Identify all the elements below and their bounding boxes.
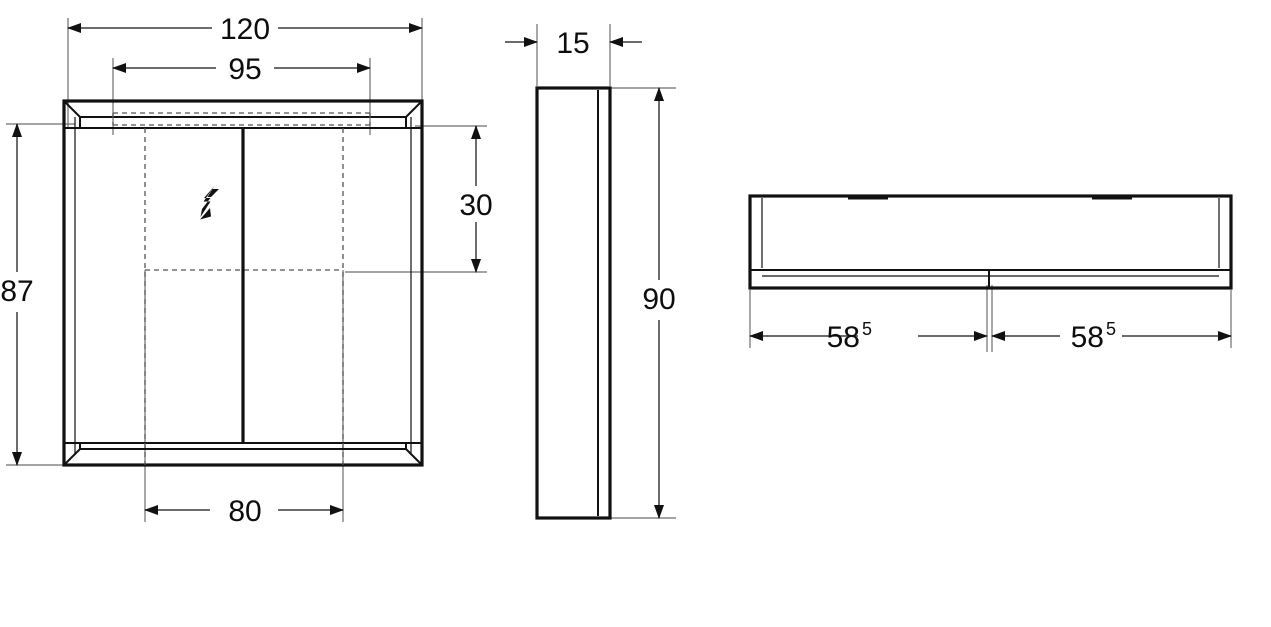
front-top-bevel xyxy=(63,100,423,118)
electrical-hazard-bolt-icon xyxy=(200,186,219,220)
dim-top-right-door: 58 5 xyxy=(991,319,1232,354)
dim-label-top-left-door-sup: 5 xyxy=(862,319,872,339)
dim-label-side-depth: 15 xyxy=(556,27,589,60)
front-cabinet-outline xyxy=(62,99,424,467)
dim-label-front-bottom-width: 80 xyxy=(228,495,261,528)
front-view-group: 120 95 87 30 xyxy=(0,13,492,528)
side-view-group: 15 90 xyxy=(505,24,676,520)
front-bottom-bevel xyxy=(63,448,423,466)
dim-label-front-upper-height: 30 xyxy=(459,189,492,222)
top-view-group: 58 5 58 5 xyxy=(748,194,1233,354)
dim-side-depth-15: 15 xyxy=(505,27,642,60)
dim-label-front-width: 120 xyxy=(220,13,270,46)
dim-label-top-right-door: 58 xyxy=(1071,321,1104,354)
dim-label-side-height: 90 xyxy=(642,283,675,316)
dim-label-top-left-door: 58 xyxy=(827,321,860,354)
top-cabinet-outline xyxy=(748,194,1233,290)
dim-front-bottom-80: 80 xyxy=(144,495,344,528)
dim-front-upper-30: 30 xyxy=(459,125,493,273)
dim-side-height-90: 90 xyxy=(642,87,676,519)
dim-label-top-right-door-sup: 5 xyxy=(1106,319,1116,339)
dim-front-inner-width-95: 95 xyxy=(112,53,371,86)
dim-label-front-height: 87 xyxy=(0,275,33,308)
dim-front-width-120: 120 xyxy=(67,13,423,46)
dim-label-front-inner-width: 95 xyxy=(228,53,261,86)
dim-top-left-door: 58 5 xyxy=(749,319,988,354)
dim-front-height-87: 87 xyxy=(0,123,34,466)
side-cabinet-outline xyxy=(535,86,612,520)
